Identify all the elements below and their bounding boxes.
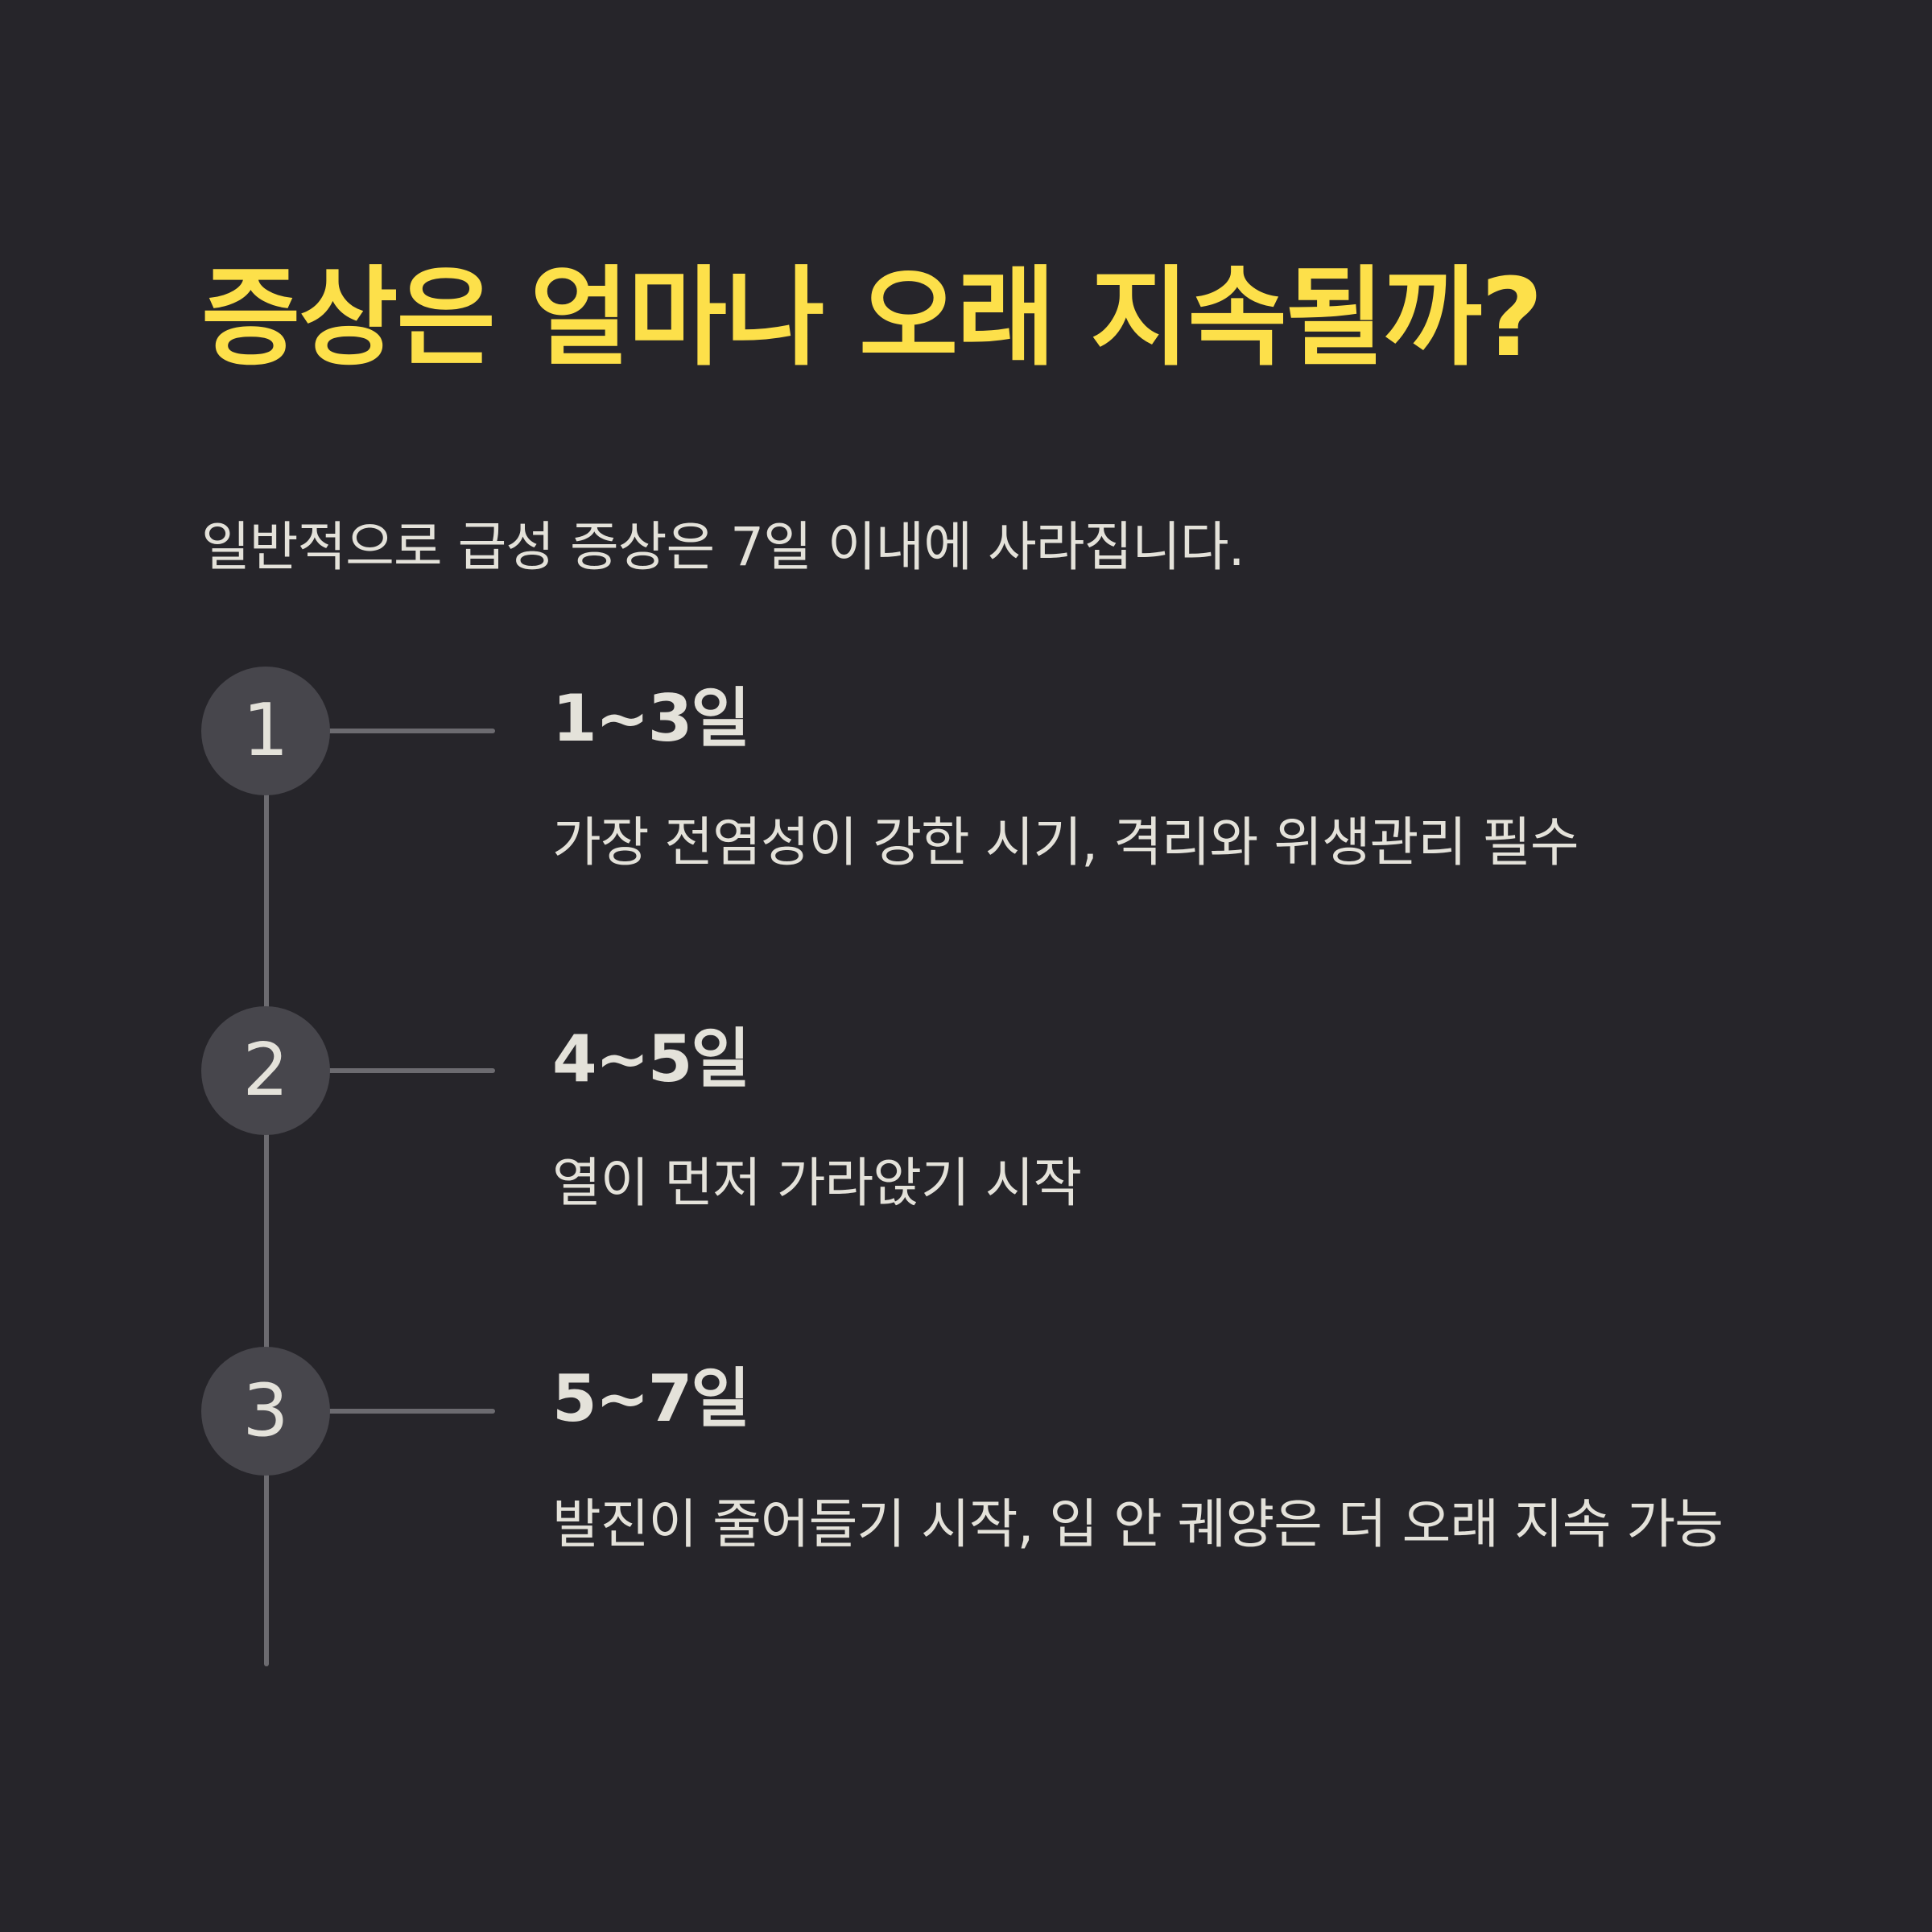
step-connector <box>326 1409 495 1414</box>
step-title: 4~5일 <box>552 1022 750 1096</box>
step-number-badge: 1 <box>201 667 330 795</box>
timeline-connector <box>264 793 269 1010</box>
step-description: 가장 전염성이 강한 시기, 격리와 위생관리 필수 <box>552 811 1579 873</box>
page-title: 증상은 얼마나 오래 지속될까? <box>201 255 1543 381</box>
step-connector <box>326 1068 495 1073</box>
timeline-connector <box>264 1473 269 1666</box>
step-number-badge: 2 <box>201 1006 330 1135</box>
timeline-connector <box>264 1133 269 1350</box>
step-title: 5~7일 <box>552 1361 750 1436</box>
step-description: 열이 먼저 가라앉기 시작 <box>552 1152 1082 1214</box>
step-title: 1~3일 <box>552 681 750 756</box>
step-description: 발진이 줄어들기 시작, 입 안 궤양은 더 오래 지속 가능 <box>552 1493 1724 1555</box>
step-connector <box>326 729 495 733</box>
step-number-badge: 3 <box>201 1347 330 1476</box>
intro-text: 일반적으로 급성 증상은 7일 이내에 사라집니다. <box>201 516 1245 578</box>
